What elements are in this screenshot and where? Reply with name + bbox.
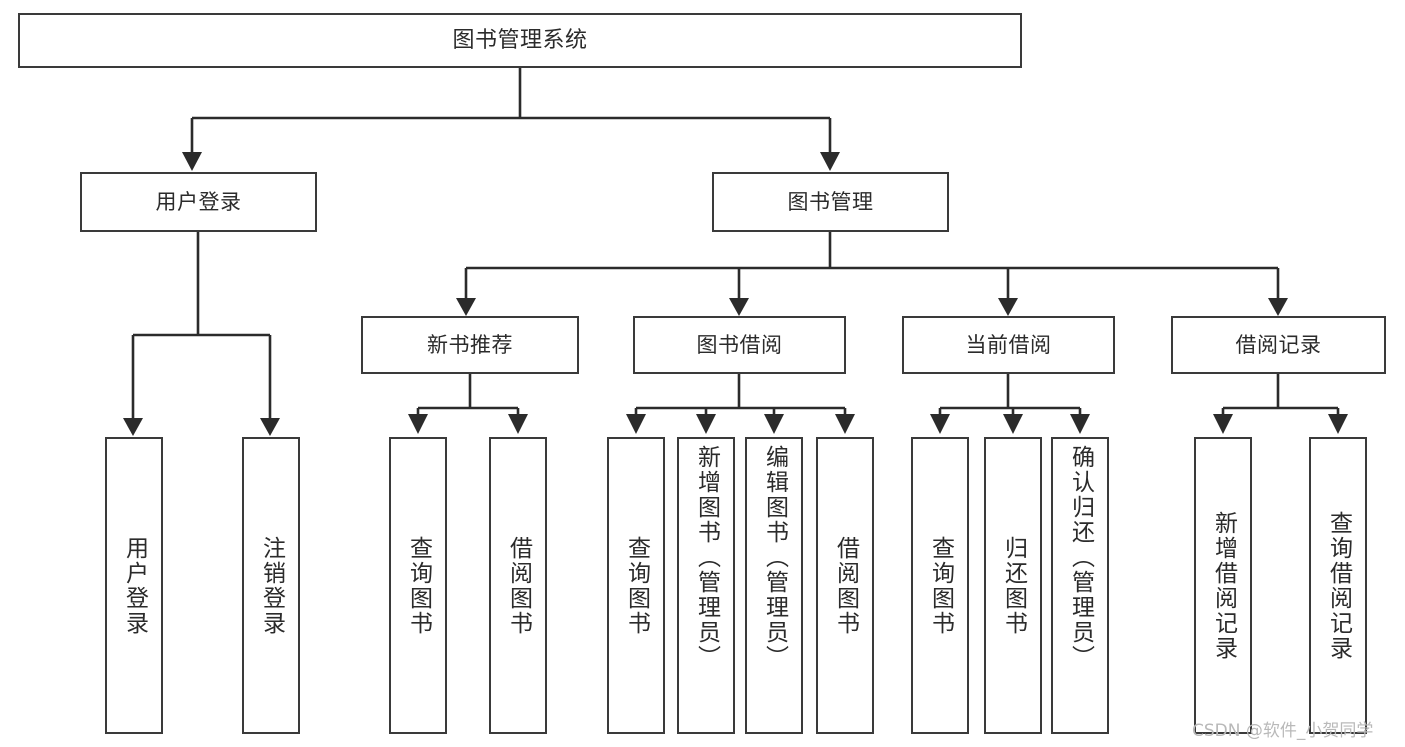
- arrowhead-leaf-borrow-book-1: [508, 414, 528, 434]
- node-root[interactable]: 图书管理系统: [18, 13, 1022, 68]
- arrowhead-current-borrow: [998, 298, 1018, 316]
- node-leaf-edit-book-label: 编辑图书（管理员）: [761, 445, 788, 670]
- node-root-label: 图书管理系统: [452, 27, 588, 53]
- node-new-book-rec[interactable]: 新书推荐: [361, 316, 579, 374]
- node-leaf-query-book-1[interactable]: 查询图书: [389, 437, 447, 734]
- arrowhead-leaf-query-book-1: [408, 414, 428, 434]
- node-user-login[interactable]: 用户登录: [80, 172, 317, 232]
- node-leaf-confirm-return[interactable]: 确认归还（管理员）: [1051, 437, 1109, 734]
- node-leaf-add-record-label: 新增借阅记录: [1210, 510, 1237, 661]
- node-leaf-user-login-label: 用户登录: [121, 535, 148, 636]
- arrowhead-leaf-query-book-3: [930, 414, 950, 434]
- node-leaf-add-record[interactable]: 新增借阅记录: [1194, 437, 1252, 734]
- node-leaf-borrow-book-2-label: 借阅图书: [832, 535, 859, 636]
- arrowhead-leaf-borrow-book-2: [835, 414, 855, 434]
- node-leaf-return-book-label: 归还图书: [1000, 535, 1027, 636]
- arrowhead-book-manage: [820, 152, 840, 171]
- arrowhead-leaf-add-record: [1213, 414, 1233, 434]
- arrowhead-leaf-confirm-return: [1070, 414, 1090, 434]
- node-user-login-label: 用户登录: [155, 189, 242, 214]
- node-leaf-logout-label: 注销登录: [258, 535, 285, 636]
- node-book-borrow[interactable]: 图书借阅: [633, 316, 846, 374]
- node-leaf-user-login[interactable]: 用户登录: [105, 437, 163, 734]
- watermark: CSDN @软件_小贺同学: [1192, 721, 1374, 741]
- node-leaf-query-book-1-label: 查询图书: [405, 535, 432, 636]
- node-leaf-query-book-2[interactable]: 查询图书: [607, 437, 665, 734]
- arrowhead-leaf-user-login: [123, 418, 143, 436]
- node-leaf-borrow-book-2[interactable]: 借阅图书: [816, 437, 874, 734]
- node-borrow-record[interactable]: 借阅记录: [1171, 316, 1386, 374]
- node-current-borrow[interactable]: 当前借阅: [902, 316, 1115, 374]
- arrowhead-leaf-query-book-2: [626, 414, 646, 434]
- node-book-manage[interactable]: 图书管理: [712, 172, 949, 232]
- node-leaf-confirm-return-label: 确认归还（管理员）: [1067, 445, 1094, 670]
- node-leaf-borrow-book-1[interactable]: 借阅图书: [489, 437, 547, 734]
- node-leaf-query-book-2-label: 查询图书: [623, 535, 650, 636]
- arrowhead-leaf-query-record: [1328, 414, 1348, 434]
- arrowhead-leaf-return-book: [1003, 414, 1023, 434]
- arrowhead-user-login: [182, 152, 202, 171]
- node-borrow-record-label: 借阅记录: [1235, 332, 1322, 357]
- node-leaf-query-book-3[interactable]: 查询图书: [911, 437, 969, 734]
- node-leaf-add-book-label: 新增图书（管理员）: [693, 445, 720, 670]
- node-leaf-return-book[interactable]: 归还图书: [984, 437, 1042, 734]
- node-book-borrow-label: 图书借阅: [696, 332, 783, 357]
- node-leaf-query-book-3-label: 查询图书: [927, 535, 954, 636]
- node-book-manage-label: 图书管理: [787, 189, 874, 214]
- node-current-borrow-label: 当前借阅: [965, 332, 1052, 357]
- node-leaf-add-book[interactable]: 新增图书（管理员）: [677, 437, 735, 734]
- arrowhead-leaf-edit-book: [764, 414, 784, 434]
- node-leaf-logout[interactable]: 注销登录: [242, 437, 300, 734]
- node-leaf-borrow-book-1-label: 借阅图书: [505, 535, 532, 636]
- node-leaf-edit-book[interactable]: 编辑图书（管理员）: [745, 437, 803, 734]
- node-leaf-query-record[interactable]: 查询借阅记录: [1309, 437, 1367, 734]
- arrowhead-borrow-record: [1268, 298, 1288, 316]
- arrowhead-leaf-add-book: [696, 414, 716, 434]
- arrowhead-leaf-logout: [260, 418, 280, 436]
- node-leaf-query-record-label: 查询借阅记录: [1325, 510, 1352, 661]
- node-new-book-rec-label: 新书推荐: [427, 332, 513, 357]
- arrowhead-book-borrow: [729, 298, 749, 316]
- arrowhead-new-book-rec: [456, 298, 476, 316]
